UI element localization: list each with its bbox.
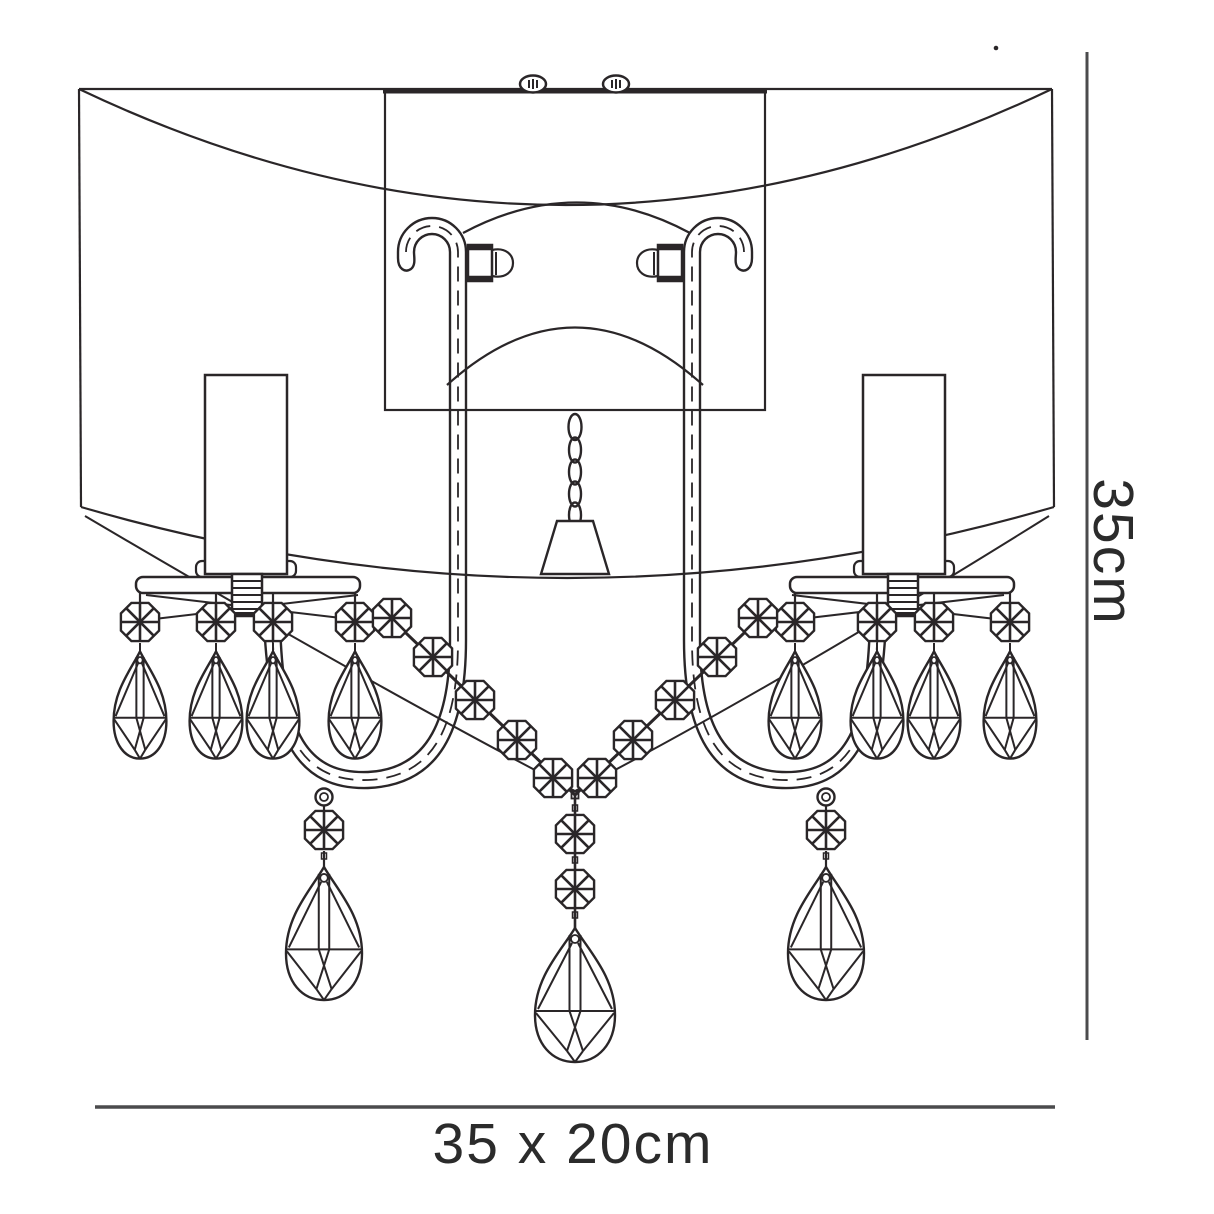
chain-tassel [539, 519, 611, 576]
mounting-screw-right [601, 74, 631, 94]
right-pendant [786, 787, 866, 1002]
size-dimension-label: 35 x 20cm [432, 1112, 714, 1176]
right-hook-arm [682, 216, 888, 790]
backplate-arches [446, 201, 704, 386]
mounting-plate [383, 74, 767, 412]
left-pendant [284, 787, 364, 1002]
center-pendant [533, 795, 617, 1064]
right-bobeche [788, 572, 1016, 621]
center-chain [567, 412, 583, 529]
crystal-teardrops [112, 650, 1038, 760]
left-candle [194, 373, 298, 579]
cable-clamp-right [635, 243, 684, 283]
mounting-screw-left [518, 74, 548, 94]
left-bobeche [134, 572, 362, 621]
tick-dot [993, 45, 999, 51]
height-dimension-label: 35cm [1081, 478, 1145, 626]
right-candle [852, 373, 956, 579]
cable-clamp-left [466, 243, 515, 283]
height-dimension-line [993, 45, 1089, 1040]
shade-front-rim [78, 88, 1053, 206]
teardrop-connectors [139, 643, 1011, 655]
